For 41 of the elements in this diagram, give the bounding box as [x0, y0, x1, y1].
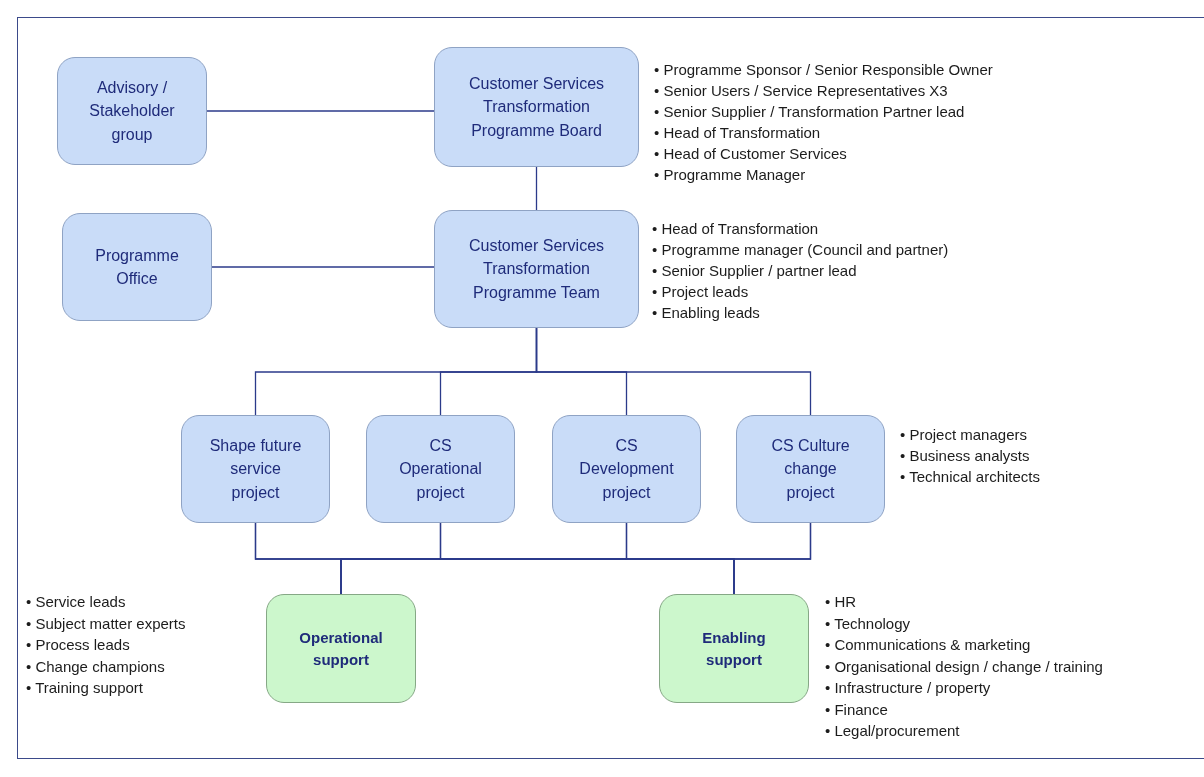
role-list-item: • Legal/procurement	[825, 721, 960, 741]
role-list-item: • Technical architects	[900, 467, 1041, 487]
role-list-item: • Service leads	[26, 592, 126, 612]
role-list-item: • Technology	[825, 613, 911, 634]
org-box: Programme Office	[62, 213, 212, 321]
org-box: Customer Services Transformation Programme Board	[434, 47, 639, 167]
role-list-item: • Senior Users / Service Representatives X3	[654, 81, 948, 101]
role-list-item: • Infrastructure / property	[825, 678, 991, 698]
role-list-item: • Senior Supplier / Transformation Partner lead	[654, 102, 965, 122]
org-box: CS Culture change project	[736, 415, 885, 523]
role-list-item: • HR	[825, 592, 857, 612]
role-list-item: • Programme manager (Council and partner)	[652, 240, 949, 260]
org-box: CS Development project	[552, 415, 701, 523]
support-box: Operational support	[266, 594, 416, 703]
role-list-item: • Communications & marketing	[825, 635, 1031, 655]
role-list-item: • Project leads	[652, 282, 749, 302]
role-list-item: • Programme Manager	[654, 165, 806, 185]
org-box: Advisory / Stakeholder group	[57, 57, 207, 165]
connector-line	[206, 110, 435, 112]
role-list-item: • Process leads	[26, 635, 130, 655]
role-list-item: • Head of Transformation	[652, 219, 819, 239]
org-box: Customer Services Transformation Programme Team	[434, 210, 639, 328]
connector-line	[535, 166, 538, 211]
connector-line	[535, 327, 812, 416]
role-list-item: • Business analysts	[900, 446, 1030, 466]
org-box: Shape future service project	[181, 415, 330, 523]
role-list-item: • Enabling leads	[652, 303, 760, 323]
org-box: CS Operational project	[366, 415, 515, 523]
role-list-item: • Training support	[26, 678, 143, 698]
connector-line	[211, 266, 435, 268]
role-list-item: • Programme Sponsor / Senior Responsible Owner	[654, 60, 993, 80]
role-list-item: • Organisational design / change / training	[825, 656, 1103, 677]
role-list-item: • Finance	[825, 699, 888, 720]
role-list-item: • Change champions	[26, 656, 165, 677]
role-list-item: • Head of Customer Services	[654, 144, 847, 164]
role-list-item: • Project managers	[900, 425, 1027, 445]
role-list-item: • Senior Supplier / partner lead	[652, 261, 857, 281]
role-list-item: • Head of Transformation	[654, 123, 821, 143]
connector-line	[733, 522, 812, 595]
support-box: Enabling support	[659, 594, 809, 703]
role-list-item: • Subject matter experts	[26, 613, 186, 634]
